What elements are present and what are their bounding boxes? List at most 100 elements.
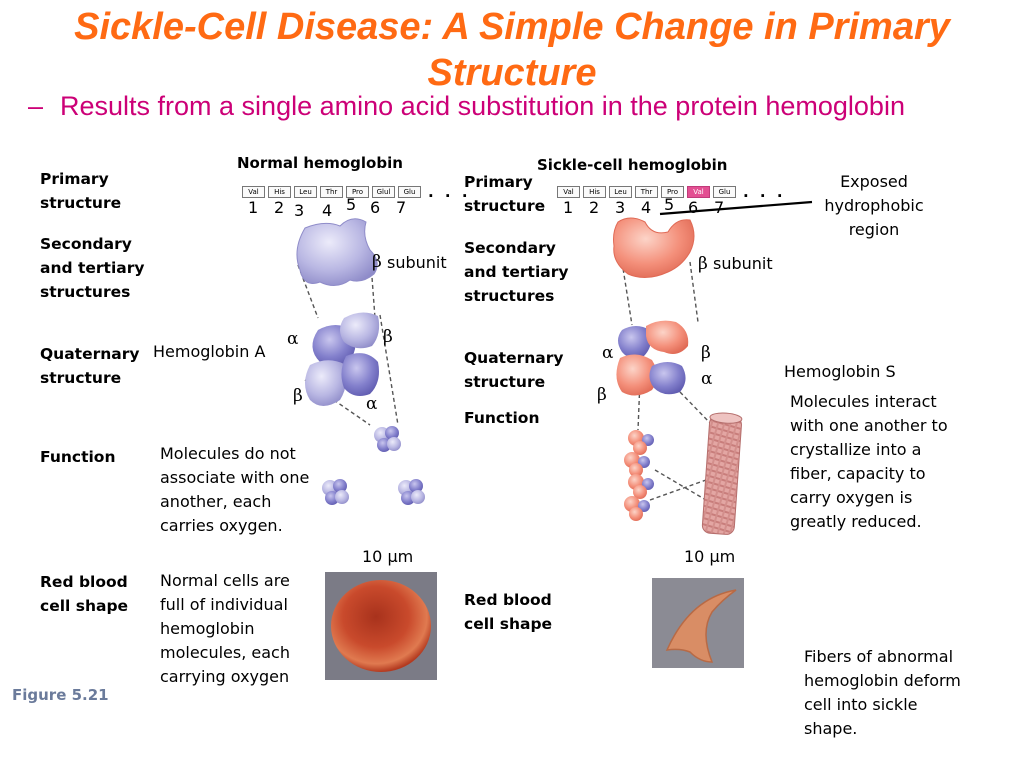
- hba-alpha-bottom: α: [366, 394, 378, 414]
- sickle-scale-label: 10 µm: [684, 547, 736, 566]
- normal-residue-3: Leu: [294, 186, 317, 198]
- right-primary-line2: structure: [464, 197, 546, 215]
- hba-beta-top: β: [383, 327, 393, 347]
- right-primary-label: Primary structure: [464, 170, 545, 218]
- left-quaternary-line1: Quaternary: [40, 345, 140, 363]
- right-rbc-line2: cell shape: [464, 615, 553, 633]
- sickle-pos-4: 4: [641, 198, 652, 217]
- sickle-beta-subunit-shape: [613, 217, 695, 278]
- hba-alpha-top: α: [287, 329, 299, 349]
- normal-chain-ellipsis: . . .: [428, 183, 471, 201]
- right-rbc-line1: Red blood: [464, 591, 552, 609]
- sickle-pos-1: 1: [563, 198, 574, 217]
- left-primary-line1: Primary: [40, 170, 109, 188]
- sickle-amino-acid-chain: Val His Leu Thr Pro Val Glu . . .: [557, 183, 786, 201]
- sickle-pos-5: 5: [664, 195, 675, 214]
- bullet-text: Results from a single amino acid substit…: [60, 91, 905, 121]
- normal-residue-7: Glu: [398, 186, 421, 198]
- hemoglobin-a-label: Hemoglobin A: [153, 342, 266, 361]
- hemoglobin-s-tetramer: [616, 320, 689, 396]
- figure-label: Figure 5.21: [12, 686, 109, 704]
- normal-residue-1: Val: [242, 186, 265, 198]
- right-function-label: Function: [464, 409, 540, 427]
- left-rbc-line2: cell shape: [40, 597, 129, 615]
- sickle-position-numbers: 1 2 3 4 5 6 7: [563, 195, 733, 218]
- normal-beta-symbol: β: [372, 252, 382, 272]
- exposed-hydrophobic-label: Exposed hydrophobic region: [824, 172, 924, 239]
- normal-subunit-label: subunit: [387, 253, 447, 272]
- sickle-residue-3: Leu: [609, 186, 632, 198]
- normal-residue-5: Pro: [346, 186, 369, 198]
- hbs-beta-top: β: [701, 343, 711, 363]
- sickle-red-blood-cell: [665, 589, 737, 663]
- left-rbc-line1: Red blood: [40, 573, 128, 591]
- right-quaternary-line1: Quaternary: [464, 349, 564, 367]
- normal-pos-5: 5: [346, 195, 357, 214]
- hbs-beta-bottom: β: [597, 385, 607, 405]
- normal-header: Normal hemoglobin: [237, 154, 403, 172]
- slide-title: Sickle-Cell Disease: A Simple Change in …: [74, 6, 950, 94]
- left-secondary-label: Secondary and tertiary structures: [40, 232, 144, 304]
- normal-small-tetramers: [322, 426, 425, 505]
- exposed-region-pointer: [659, 200, 813, 216]
- right-secondary-label: Secondary and tertiary structures: [464, 236, 568, 308]
- left-quaternary-line2: structure: [40, 369, 122, 387]
- sickle-residue-6-mutant: Val: [687, 186, 710, 198]
- sickle-residue-1: Val: [557, 186, 580, 198]
- sickle-chain-ellipsis: . . .: [743, 183, 786, 201]
- right-secondary-line2: and tertiary: [464, 263, 569, 281]
- hemoglobin-a-tetramer: [305, 312, 380, 406]
- right-secondary-line1: Secondary: [464, 239, 556, 257]
- hbs-alpha-right: α: [701, 369, 713, 389]
- left-primary-label: Primary structure: [40, 167, 121, 215]
- normal-pos-7: 7: [396, 198, 407, 217]
- normal-residue-2: His: [268, 186, 291, 198]
- normal-pos-4: 4: [322, 201, 333, 220]
- bullet-dash: –: [28, 91, 44, 121]
- normal-position-numbers: 1 2 3 4 5 6 7: [248, 195, 418, 220]
- sickle-residue-7: Glu: [713, 186, 736, 198]
- sickle-beta-symbol: β: [698, 254, 708, 274]
- left-function-label: Function: [40, 448, 116, 466]
- normal-pos-1: 1: [248, 198, 259, 217]
- right-quaternary-line2: structure: [464, 373, 546, 391]
- right-quaternary-label: Quaternary structure: [464, 346, 563, 394]
- sickle-residue-4: Thr: [635, 186, 658, 198]
- sickle-pos-3: 3: [615, 198, 626, 217]
- normal-pos-2: 2: [274, 198, 285, 217]
- left-quaternary-label: Quaternary structure: [40, 342, 139, 390]
- sickle-hemoglobin-fiber: [701, 412, 743, 535]
- sickle-function-text: Molecules interact with one another to c…: [790, 392, 948, 531]
- normal-beta-subunit-shape: [296, 218, 378, 286]
- sickle-pos-7: 7: [714, 198, 725, 217]
- hba-beta-bottom: β: [293, 386, 303, 406]
- normal-residue-6: Glul: [372, 186, 395, 198]
- normal-pos-6: 6: [370, 198, 381, 217]
- normal-scale-label: 10 µm: [362, 547, 414, 566]
- right-rbc-label: Red blood cell shape: [464, 588, 552, 636]
- sickle-rbc-text: Fibers of abnormal hemoglobin deform cel…: [804, 647, 961, 738]
- sickle-subunit-label: subunit: [713, 254, 773, 273]
- normal-function-text: Molecules do not associate with one anot…: [160, 444, 310, 535]
- left-secondary-line2: and tertiary: [40, 259, 145, 277]
- hemoglobin-s-label: Hemoglobin S: [784, 362, 896, 381]
- right-secondary-line3: structures: [464, 287, 555, 305]
- left-secondary-line1: Secondary: [40, 235, 132, 253]
- left-primary-line2: structure: [40, 194, 122, 212]
- normal-rbc-text: Normal cells are full of individual hemo…: [160, 571, 290, 686]
- sickle-header: Sickle-cell hemoglobin: [537, 156, 728, 174]
- right-primary-line1: Primary: [464, 173, 533, 191]
- sickle-pos-2: 2: [589, 198, 600, 217]
- normal-amino-acid-chain: Val His Leu Thr Pro Glul Glu . . .: [242, 183, 471, 201]
- normal-pos-3: 3: [294, 201, 305, 220]
- sickle-pos-6: 6: [688, 198, 699, 217]
- sickle-residue-5: Pro: [661, 186, 684, 198]
- sickle-tetramer-chain: [624, 430, 654, 521]
- normal-residue-4: Thr: [320, 186, 343, 198]
- normal-red-blood-cell: [331, 580, 431, 672]
- left-secondary-line3: structures: [40, 283, 131, 301]
- sickle-connector-lines: [621, 261, 713, 501]
- left-rbc-label: Red blood cell shape: [40, 570, 128, 618]
- hbs-alpha-top: α: [602, 343, 614, 363]
